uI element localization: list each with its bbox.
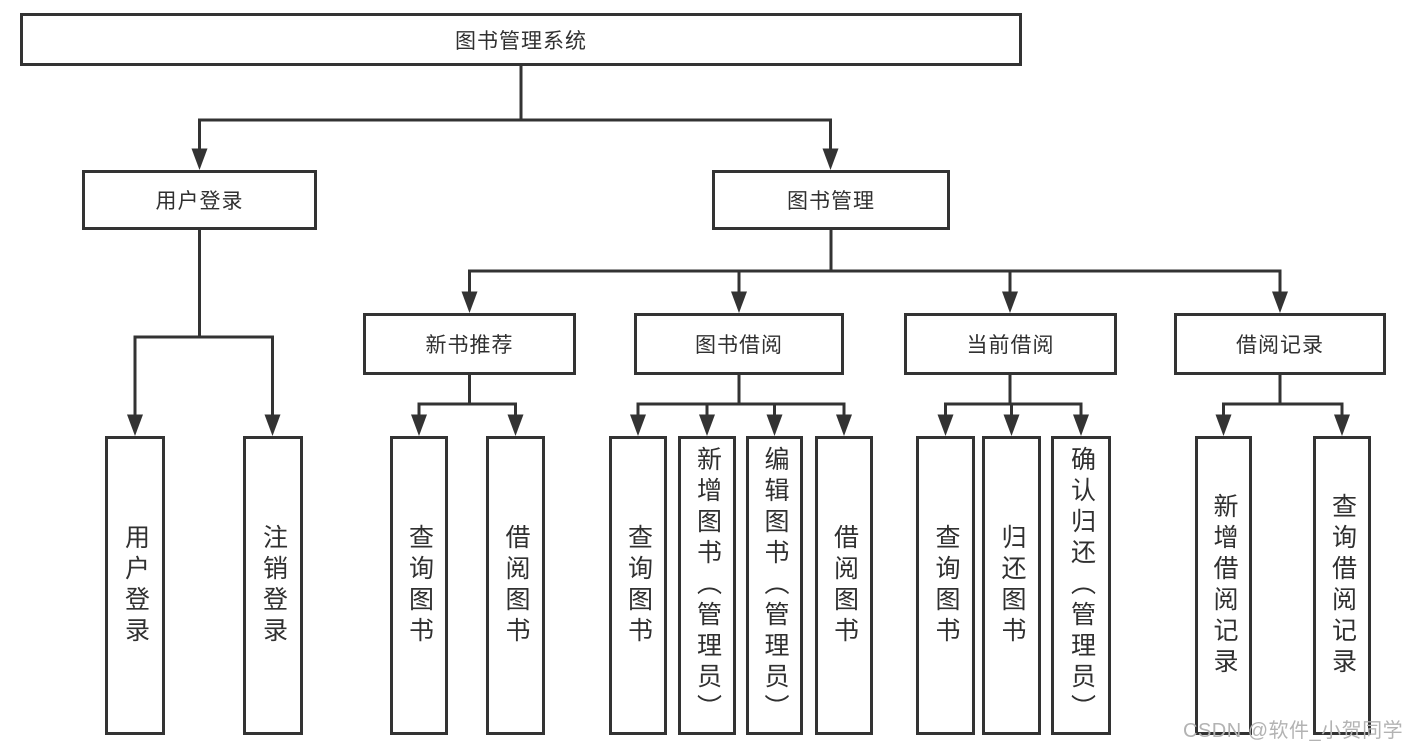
leaf-query-books-current: 查询图书 <box>916 436 975 735</box>
node-label: 用户登录 <box>155 190 244 213</box>
leaf-add-books-admin: 新增图书（管理员） <box>678 436 736 735</box>
connector-book-management-to-groups <box>461 228 1288 313</box>
node-label: 图书管理 <box>787 190 875 213</box>
node-new-book-recommend: 新书推荐 <box>363 313 576 375</box>
leaf-confirm-return-admin: 确认归还（管理员） <box>1051 436 1111 735</box>
leaf-query-borrow-record: 查询借阅记录 <box>1313 436 1371 735</box>
leaf-label: 借阅图书 <box>502 523 530 648</box>
csdn-watermark: CSDN @软件_小贺同学 <box>1183 720 1404 742</box>
node-current-borrow: 当前借阅 <box>904 313 1117 375</box>
leaf-label: 新增借阅记录 <box>1210 492 1238 679</box>
connector-root-to-level2 <box>191 64 839 170</box>
connector-borrow-records-to-leaves <box>1215 373 1350 436</box>
leaf-label: 编辑图书（管理员） <box>761 446 789 725</box>
leaf-label: 借阅图书 <box>830 523 859 648</box>
leaf-edit-books-admin: 编辑图书（管理员） <box>746 436 803 735</box>
leaf-label: 新增图书（管理员） <box>693 446 722 725</box>
connector-book-borrow-to-leaves <box>630 373 852 436</box>
leaf-label: 用户登录 <box>121 523 150 648</box>
node-user-login: 用户登录 <box>82 170 317 230</box>
connector-current-borrow-to-leaves <box>937 373 1089 436</box>
leaf-return-books: 归还图书 <box>982 436 1041 735</box>
leaf-query-books-recommend: 查询图书 <box>390 436 448 735</box>
leaf-logout-login: 注销登录 <box>243 436 303 735</box>
node-book-borrow: 图书借阅 <box>634 313 844 375</box>
leaf-user-login: 用户登录 <box>105 436 165 735</box>
connector-user-login-to-leaves <box>127 228 281 436</box>
leaf-label: 查询图书 <box>405 523 434 648</box>
node-label: 图书管理系统 <box>455 29 587 53</box>
leaf-label: 查询借阅记录 <box>1328 492 1357 679</box>
node-label: 当前借阅 <box>966 334 1055 357</box>
node-label: 图书借阅 <box>695 334 783 357</box>
node-borrow-records: 借阅记录 <box>1174 313 1386 375</box>
leaf-borrow-books-recommend: 借阅图书 <box>486 436 545 735</box>
leaf-label: 确认归还（管理员） <box>1067 446 1096 725</box>
leaf-label: 归还图书 <box>998 523 1026 648</box>
node-label: 借阅记录 <box>1236 334 1324 357</box>
connector-new-book-recommend-to-leaves <box>411 373 524 436</box>
leaf-label: 注销登录 <box>259 523 288 648</box>
node-book-management: 图书管理 <box>712 170 950 230</box>
leaf-add-borrow-record: 新增借阅记录 <box>1195 436 1252 735</box>
leaf-label: 查询图书 <box>932 523 960 648</box>
leaf-borrow-books: 借阅图书 <box>815 436 873 735</box>
node-library-management-system: 图书管理系统 <box>20 13 1022 66</box>
leaf-label: 查询图书 <box>624 523 653 648</box>
leaf-query-books-borrow: 查询图书 <box>609 436 667 735</box>
node-label: 新书推荐 <box>425 334 514 357</box>
